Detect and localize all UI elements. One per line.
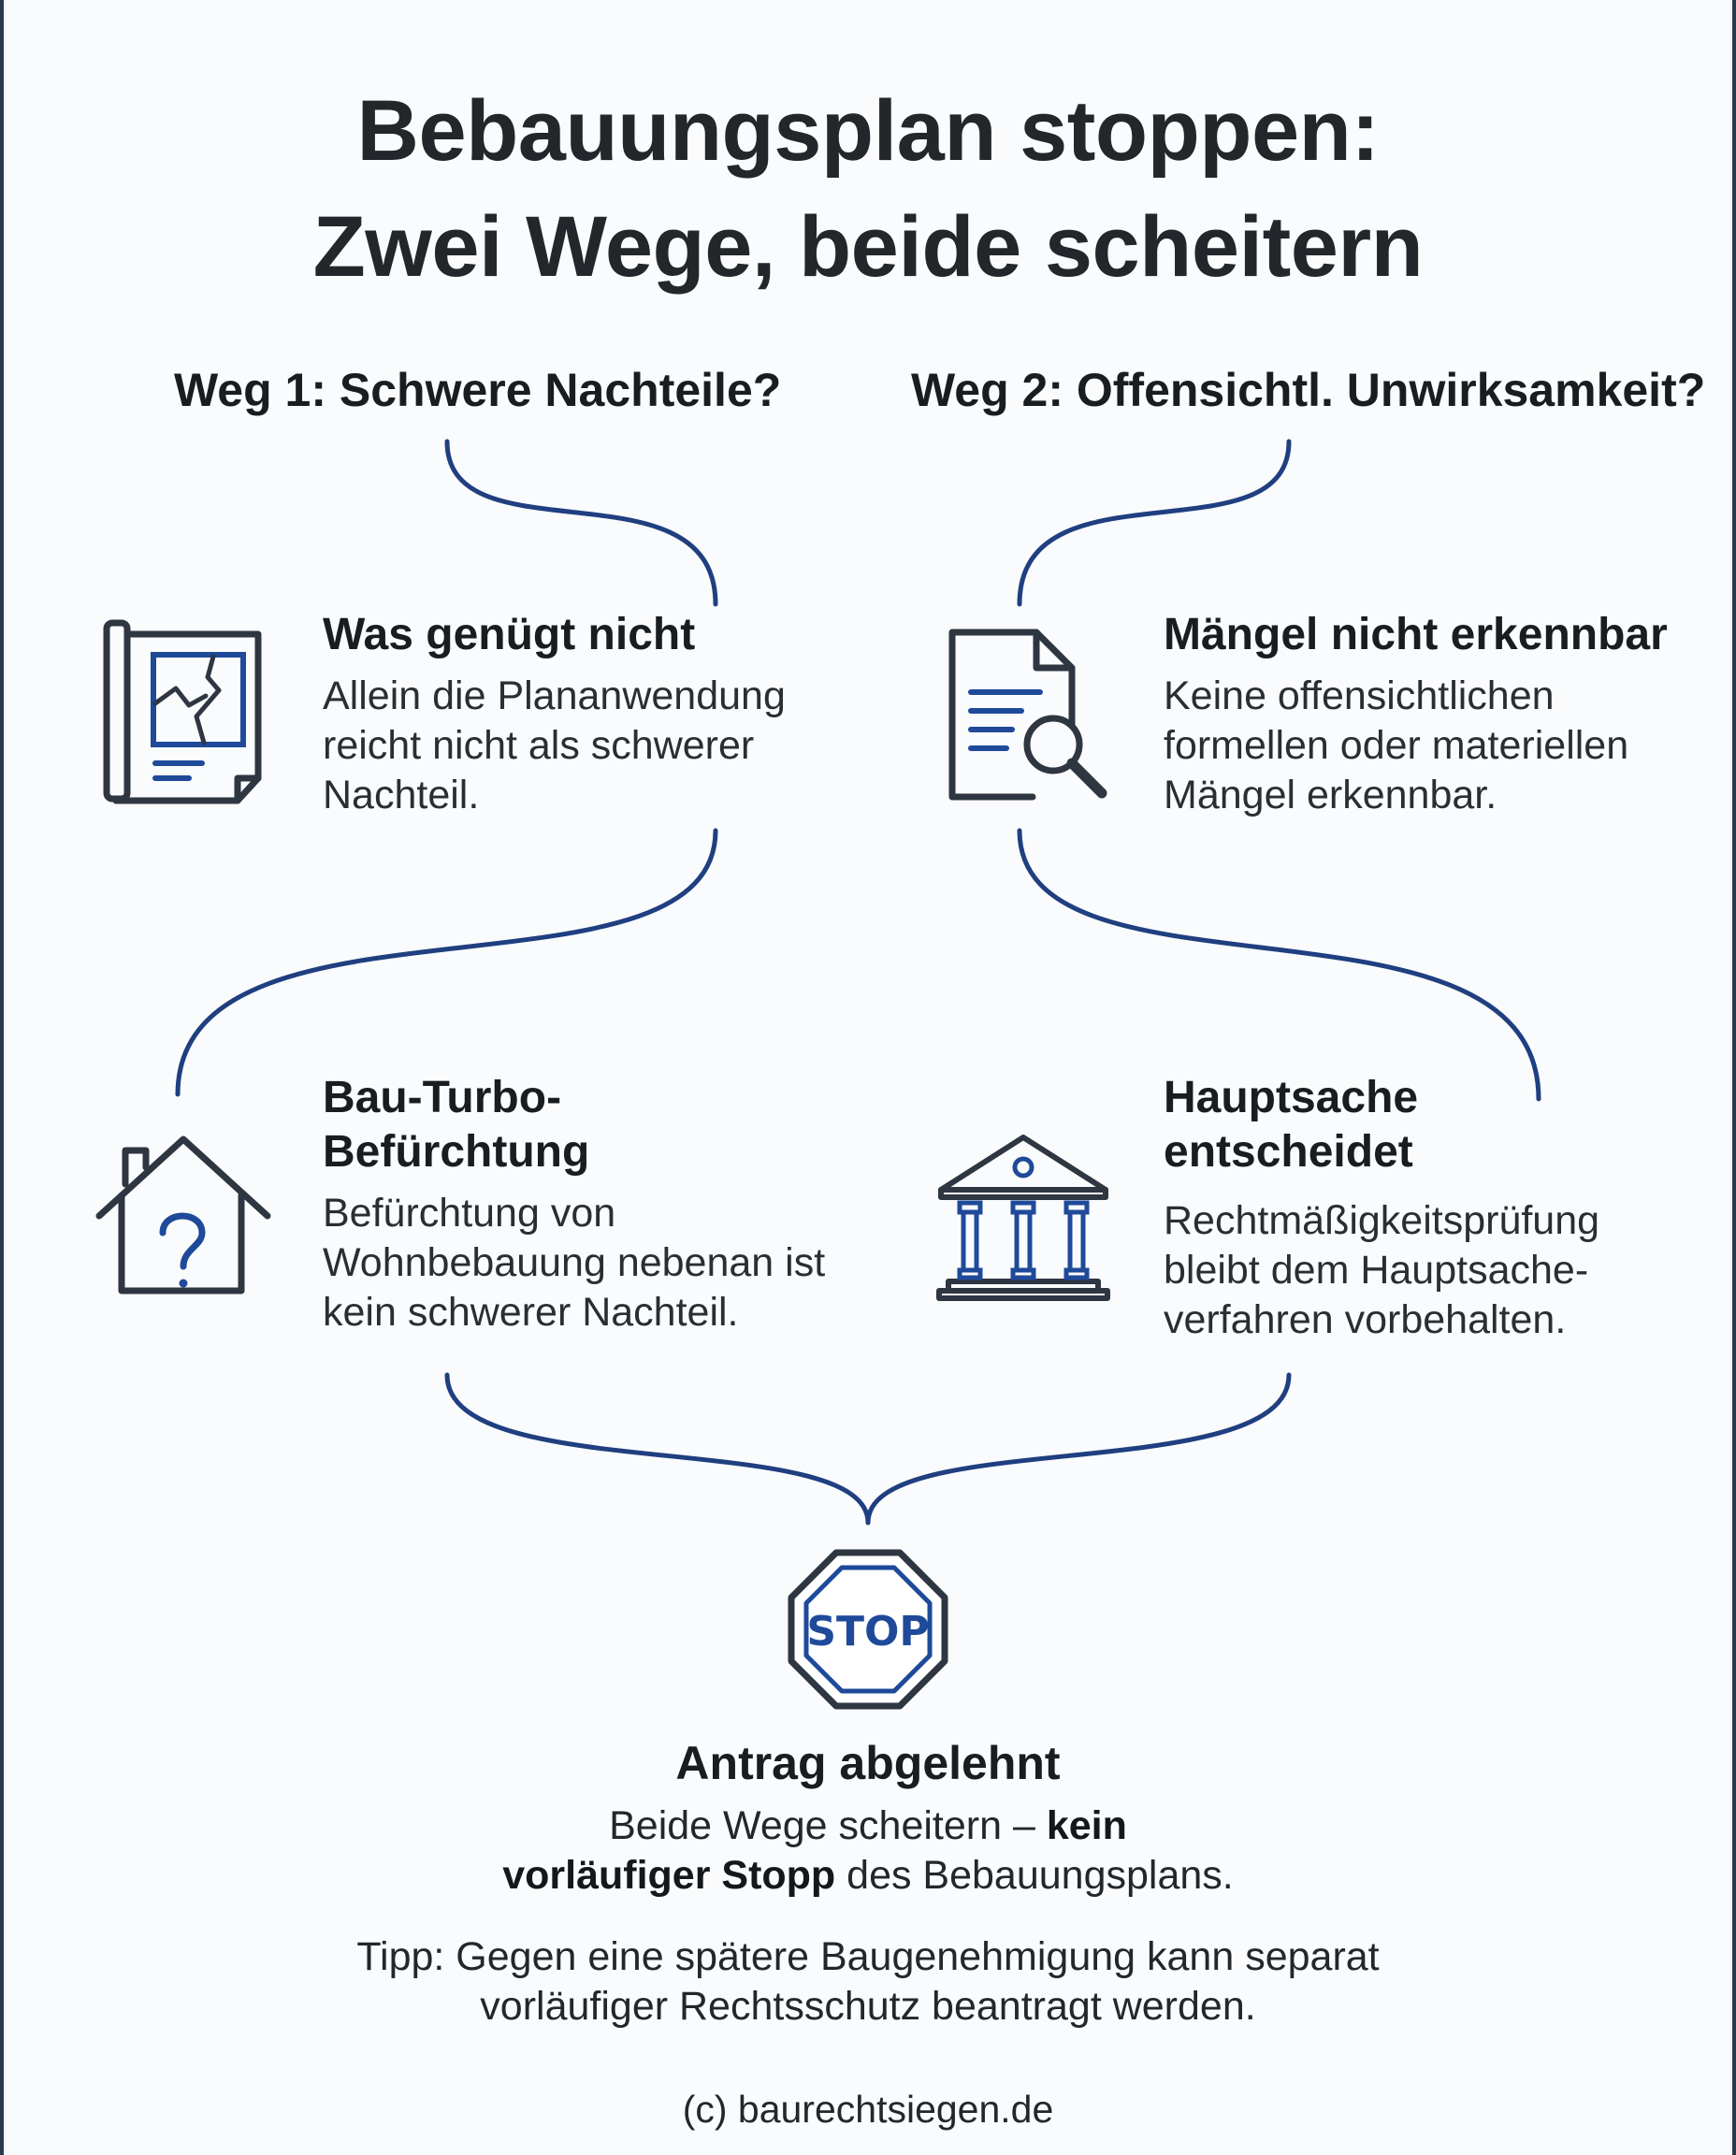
block-maengel-nicht-erkennbar: Mängel nicht erkennbar Keine offensichtl… xyxy=(1164,608,1668,820)
path-heading-right: Weg 2: Offensichtl. Unwirksamkeit? xyxy=(911,364,1706,416)
result-text: Beide Wege scheitern – kein vorläufiger … xyxy=(0,1801,1736,1901)
block-text: Rechtmäßigkeitsprüfung bleibt dem Haupts… xyxy=(1164,1196,1599,1345)
block-title: Mängel nicht erkennbar xyxy=(1164,610,1668,659)
title-line-1: Bebauungsplan stoppen: xyxy=(356,83,1381,179)
block-line: Keine offensichtlichen xyxy=(1164,673,1555,718)
connector-left-mid xyxy=(175,828,718,1097)
block-line: Allein die Plananwendung xyxy=(323,673,786,718)
frame-right-border xyxy=(1732,0,1736,2155)
document-search-icon xyxy=(948,629,1107,801)
block-line: verfahren vorbehalten. xyxy=(1164,1297,1567,1342)
tip-text: Tipp: Gegen eine spätere Baugenehmigung … xyxy=(0,1932,1736,2032)
result-line-1-regular: Beide Wege scheitern – xyxy=(609,1803,1047,1848)
result-title: Antrag abgelehnt xyxy=(675,1737,1061,1789)
result-line-1-bold: kein xyxy=(1046,1803,1127,1848)
block-text: Keine offensichtlichen formellen oder ma… xyxy=(1164,672,1668,820)
copyright-notice: (c) baurechtsiegen.de xyxy=(682,2088,1054,2131)
stop-sign-icon: STOP xyxy=(788,1549,948,1710)
page-title: Bebauungsplan stoppen: Zwei Wege, beide … xyxy=(0,73,1736,305)
blueprint-map-icon xyxy=(103,619,262,804)
path-heading-left: Weg 1: Schwere Nachteile? xyxy=(174,364,782,416)
block-title: Hauptsache entscheidet xyxy=(1164,1071,1599,1179)
title-line-2: Zwei Wege, beide scheitern xyxy=(312,199,1424,295)
connector-right-top xyxy=(1017,439,1292,607)
courthouse-icon xyxy=(936,1135,1110,1301)
block-line: Rechtmäßigkeitsprüfung xyxy=(1164,1198,1600,1243)
block-was-genuegt-nicht: Was genügt nicht Allein die Plananwendun… xyxy=(323,608,786,820)
block-hauptsache-entscheidet: Hauptsache entscheidet Rechtmäßigkeitspr… xyxy=(1164,1071,1599,1345)
tip-line-1: Tipp: Gegen eine spätere Baugenehmigung … xyxy=(356,1934,1380,1979)
block-title-line: Befürchtung xyxy=(323,1127,590,1177)
connector-right-bottom xyxy=(865,1372,1292,1526)
house-question-icon xyxy=(95,1135,271,1294)
result-line-2-regular: des Bebauungsplans. xyxy=(835,1853,1234,1898)
connector-left-top xyxy=(444,439,718,607)
block-title-line: Hauptsache xyxy=(1164,1073,1419,1122)
block-line: kein schwerer Nachteil. xyxy=(323,1290,739,1335)
block-text: Allein die Plananwendung reicht nicht al… xyxy=(323,672,786,820)
block-title-line: Bau-Turbo- xyxy=(323,1073,562,1122)
block-line: Mängel erkennbar. xyxy=(1164,773,1497,817)
block-line: Nachteil. xyxy=(323,773,480,817)
connector-left-bottom xyxy=(444,1372,871,1526)
block-line: Befürchtung von xyxy=(323,1191,616,1236)
block-line: Wohnbebauung nebenan ist xyxy=(323,1240,826,1285)
block-line: bleibt dem Hauptsache- xyxy=(1164,1248,1589,1293)
connector-right-mid xyxy=(1017,828,1541,1102)
block-title: Was genügt nicht xyxy=(323,610,696,659)
tip-line-2: vorläufiger Rechtsschutz beantragt werde… xyxy=(480,1984,1256,2029)
block-line: reicht nicht als schwerer xyxy=(323,723,755,768)
block-title-line: entscheidet xyxy=(1164,1127,1413,1177)
block-title: Bau-Turbo- Befürchtung xyxy=(323,1071,825,1179)
stop-label: STOP xyxy=(806,1608,929,1656)
result-line-2-bold: vorläufiger Stopp xyxy=(502,1853,836,1898)
result-line-1: Beide Wege scheitern – kein xyxy=(0,1801,1736,1851)
block-bau-turbo-befuerchtung: Bau-Turbo- Befürchtung Befürchtung von W… xyxy=(323,1071,825,1338)
block-line: formellen oder materiellen xyxy=(1164,723,1629,768)
result-line-2: vorläufiger Stopp des Bebauungsplans. xyxy=(0,1851,1736,1901)
frame-left-border xyxy=(0,0,4,2155)
block-text: Befürchtung von Wohnbebauung nebenan ist… xyxy=(323,1189,825,1338)
